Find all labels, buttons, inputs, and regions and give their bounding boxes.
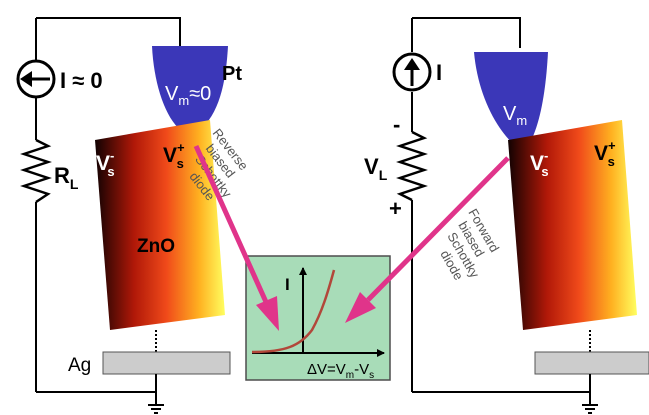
left-tip-label: Vm≈0 bbox=[165, 83, 211, 108]
right-wire-top bbox=[412, 17, 521, 48]
left-zno-crystal bbox=[95, 120, 225, 330]
right-tip-label: Vm bbox=[503, 103, 527, 128]
right-diode-note: Forward biased Schottky diode bbox=[437, 206, 502, 283]
left-current-source bbox=[16, 59, 56, 99]
left-resistor-icon bbox=[20, 138, 52, 204]
right-tip-icon bbox=[474, 52, 548, 152]
iv-curve bbox=[251, 269, 336, 354]
iv-inset: I ΔV=Vm-Vs bbox=[245, 255, 391, 381]
right-v-plus-label: V+s bbox=[594, 138, 616, 169]
forward-arrow-head-icon bbox=[345, 292, 376, 323]
right-v-minus-label: V-s bbox=[530, 148, 549, 179]
left-current-label: I ≈ 0 bbox=[60, 68, 103, 93]
left-wire-top bbox=[36, 17, 181, 46]
right-ground-icon bbox=[582, 404, 598, 414]
left-diode-note: Reverse biased Schottky diode bbox=[186, 126, 251, 204]
left-ground-icon bbox=[148, 404, 164, 414]
reverse-bias-arrow bbox=[193, 144, 279, 331]
left-tip-material: Pt bbox=[222, 63, 242, 85]
left-tip-icon bbox=[152, 46, 228, 136]
right-plus-sign: + bbox=[389, 196, 402, 221]
reverse-arrow-head-icon bbox=[256, 296, 279, 331]
right-source-label: VL bbox=[364, 154, 388, 183]
right-circuit: I - VL + Vm V-s V+s Forward biased Schot… bbox=[364, 17, 649, 414]
left-circuit: I ≈ 0 RL Vm≈0 Pt V-s V+s ZnO Ag Reverse … bbox=[16, 17, 251, 414]
left-v-minus-label: V-s bbox=[96, 148, 115, 179]
iv-x-label: ΔV=Vm-Vs bbox=[307, 361, 374, 381]
iv-y-label: I bbox=[285, 275, 290, 294]
left-source-arrow-icon bbox=[20, 71, 32, 87]
right-ag-electrode bbox=[534, 351, 649, 375]
right-zno-crystal bbox=[508, 120, 637, 330]
forward-bias-arrow bbox=[345, 156, 510, 323]
left-resistor-label: RL bbox=[54, 163, 79, 192]
right-minus-sign: - bbox=[393, 112, 400, 137]
left-electrode-label: Ag bbox=[68, 355, 91, 376]
right-current-source bbox=[392, 52, 432, 92]
right-source-arrow-icon bbox=[404, 58, 420, 70]
left-ag-electrode bbox=[102, 351, 231, 375]
left-v-plus-label: V+s bbox=[163, 140, 185, 171]
right-source-icon bbox=[396, 130, 428, 202]
right-current-label: I bbox=[436, 60, 442, 85]
crystal-label: ZnO bbox=[137, 236, 175, 257]
